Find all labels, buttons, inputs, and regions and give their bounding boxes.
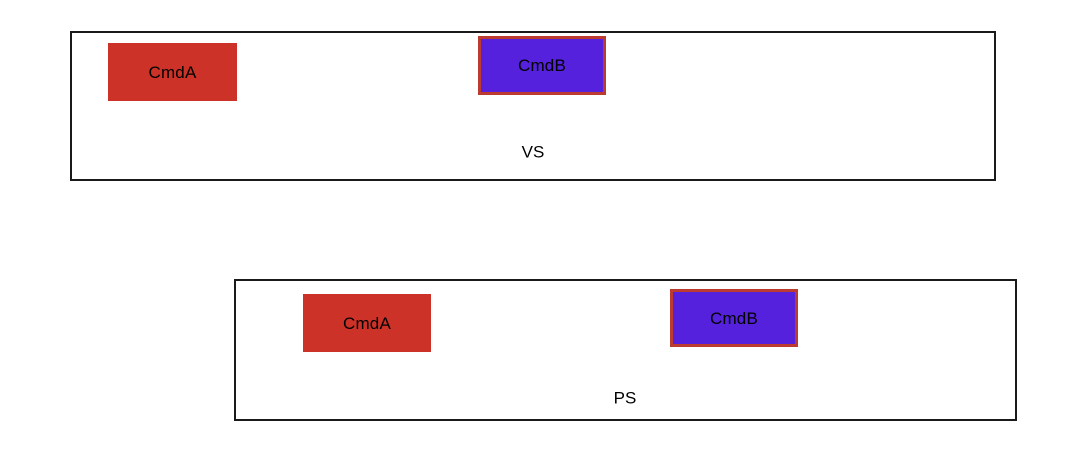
command-block-cmda-ps[interactable]: CmdA	[303, 294, 431, 352]
command-block-cmdb-ps[interactable]: CmdB	[670, 289, 798, 347]
timeline-caption-ps: PS	[613, 388, 637, 408]
timeline-caption-vs: VS	[521, 142, 545, 162]
command-block-cmda-vs[interactable]: CmdA	[108, 43, 237, 101]
command-block-cmdb-vs[interactable]: CmdB	[478, 36, 606, 95]
